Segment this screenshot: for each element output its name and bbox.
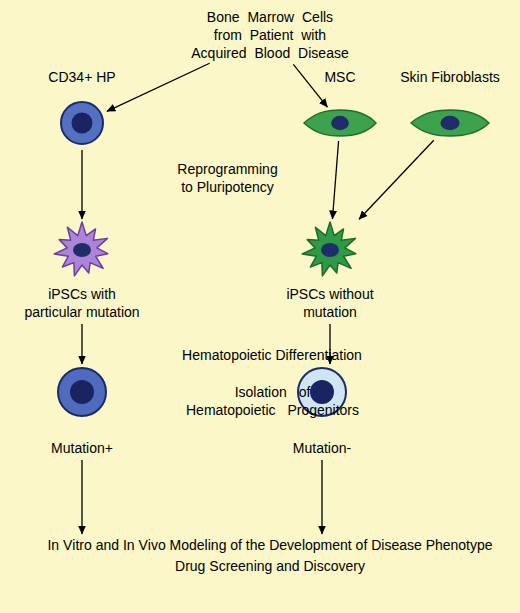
cell-label: Skin Fibroblasts	[400, 68, 500, 86]
fibroblast-cell: Skin Fibroblasts	[410, 108, 490, 138]
arrow	[293, 64, 327, 107]
step-label: Reprogramming to Pluripotency	[175, 160, 280, 196]
arrow	[81, 324, 82, 364]
cell-nucleus	[310, 380, 334, 404]
cell-nucleus	[331, 116, 349, 130]
step-label: Isolation of Hematopoietic Progenitors	[185, 383, 360, 419]
arrow	[107, 63, 210, 111]
cell-label: iPSCs without mutation	[270, 285, 390, 321]
arrow	[359, 140, 434, 219]
cell-body	[302, 222, 355, 276]
cell-drawing	[58, 99, 106, 147]
arrow	[81, 460, 82, 534]
cell-nucleus	[70, 380, 94, 404]
cell-body	[54, 222, 107, 276]
ipsc-star: iPSCs with particular mutation	[52, 220, 112, 280]
cell-nucleus	[440, 116, 459, 130]
cell-nucleus	[72, 113, 93, 134]
cell-drawing	[410, 108, 490, 138]
cell-body	[61, 102, 103, 144]
outcome-text: In Vitro and In Vivo Modeling of the Dev…	[41, 535, 499, 577]
cell-label: Mutation+	[51, 439, 113, 457]
cell-drawing	[55, 365, 109, 419]
cell-body	[58, 368, 106, 416]
ipsc-star: iPSCs without mutation	[300, 220, 360, 280]
cell-drawing	[300, 220, 360, 280]
arrow	[332, 141, 338, 219]
cell-label: CD34+ HP	[48, 68, 115, 86]
cell-label: iPSCs with particular mutation	[22, 285, 142, 321]
step-label: Hematopoietic Differentiation	[172, 346, 372, 364]
cell-label: Mutation-	[293, 439, 351, 457]
cell-body	[411, 110, 489, 136]
cell-drawing	[303, 108, 377, 138]
arrow	[321, 460, 322, 534]
source-text: Bone Marrow Cells from Patient with Acqu…	[190, 8, 350, 62]
cell-drawing	[52, 220, 112, 280]
cell-label: MSC	[324, 68, 355, 86]
stromal-cell: MSC	[303, 108, 377, 138]
cell-nucleus	[73, 243, 91, 257]
progenitor-cell: CD34+ HP	[58, 99, 106, 147]
progenitor-cell: Mutation+	[55, 365, 109, 419]
arrow	[81, 150, 82, 219]
cell-nucleus	[321, 243, 339, 257]
cell-body	[304, 110, 376, 136]
text-block: In Vitro and In Vivo Modeling of the Dev…	[41, 535, 499, 577]
text-block: Bone Marrow Cells from Patient with Acqu…	[190, 8, 350, 62]
